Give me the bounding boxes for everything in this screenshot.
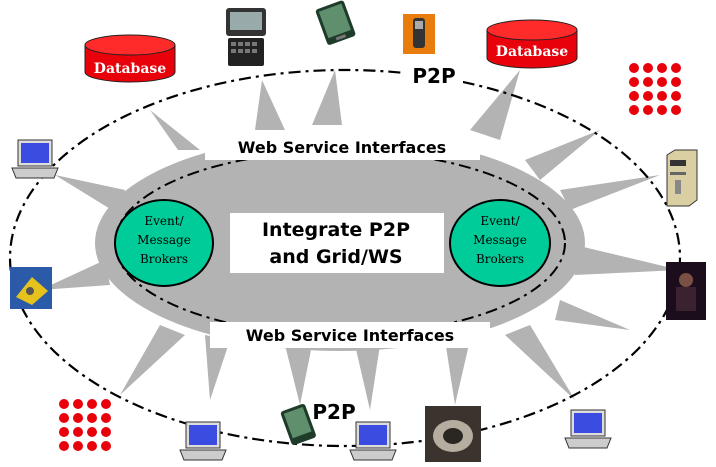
broker-left-line1: Event/ bbox=[144, 214, 184, 228]
ray-bottom-3 bbox=[355, 345, 380, 410]
ray-bottom-left bbox=[120, 325, 185, 395]
database-left: Database bbox=[84, 34, 176, 83]
ws-interface-bottom-bg bbox=[210, 322, 490, 348]
p2p-top-label: P2P bbox=[412, 64, 455, 88]
database-right-body bbox=[486, 29, 578, 69]
broker-left-line3: Brokers bbox=[140, 252, 188, 266]
handheld-icon bbox=[280, 403, 316, 445]
ws-interface-bottom-label: Web Service Interfaces bbox=[246, 326, 454, 345]
ray-bottom-1 bbox=[205, 335, 230, 400]
tablet-icon bbox=[315, 0, 356, 45]
ray-top-1 bbox=[255, 80, 285, 130]
database-right-top bbox=[486, 19, 578, 41]
ray-bottom-4 bbox=[445, 340, 470, 405]
p2p-top-bg bbox=[405, 62, 463, 88]
gadget-icon bbox=[10, 267, 52, 309]
ray-left-2 bbox=[40, 260, 110, 290]
ray-right-upper bbox=[525, 130, 600, 180]
ray-top-left bbox=[150, 110, 200, 150]
ray-right-2 bbox=[575, 245, 680, 275]
laptop-icon-left bbox=[11, 139, 59, 179]
server-icon bbox=[666, 149, 698, 207]
p2p-bottom-label: P2P bbox=[312, 400, 355, 424]
broker-left-line2: Message bbox=[137, 233, 191, 247]
broker-right: Event/ Message Brokers bbox=[449, 199, 551, 287]
laptop-icon-bottom-1 bbox=[179, 421, 227, 461]
p2p-bottom-bg bbox=[305, 398, 363, 424]
laptop-icon-bottom-2 bbox=[349, 421, 397, 461]
ray-left-1 bbox=[55, 175, 125, 215]
ws-interface-top-label: Web Service Interfaces bbox=[238, 138, 446, 157]
ring-device-icon bbox=[425, 406, 481, 462]
broker-right-line1: Event/ bbox=[480, 214, 520, 228]
ray-bottom-2 bbox=[285, 345, 312, 405]
p2p-boundary-outer bbox=[8, 68, 682, 448]
ray-bottom-right bbox=[505, 325, 575, 400]
broker-right-line3: Brokers bbox=[476, 252, 524, 266]
database-right-label: Database bbox=[496, 44, 568, 60]
ray-top-3 bbox=[470, 70, 520, 140]
broker-right-circle bbox=[449, 199, 551, 287]
database-left-body bbox=[84, 44, 176, 83]
phone-icon bbox=[403, 14, 435, 54]
center-label-line2: and Grid/WS bbox=[269, 246, 402, 268]
center-label-bg bbox=[230, 213, 444, 273]
photo-icon bbox=[666, 262, 706, 320]
ray-right-lower bbox=[555, 300, 630, 330]
broker-left-circle bbox=[114, 199, 214, 287]
database-left-top bbox=[84, 34, 176, 56]
ray-top-2 bbox=[312, 70, 342, 125]
database-right: Database bbox=[486, 19, 578, 69]
ws-interface-top-bg bbox=[205, 134, 480, 160]
laptop-icon-right bbox=[564, 409, 612, 449]
cluster-icon-bottom bbox=[59, 399, 111, 451]
database-left-label: Database bbox=[94, 61, 166, 77]
connector-rays bbox=[40, 70, 680, 410]
pda-icon bbox=[226, 8, 266, 66]
ray-right-1 bbox=[560, 175, 660, 210]
broker-right-line2: Message bbox=[473, 233, 527, 247]
cluster-icon bbox=[629, 63, 681, 115]
broker-left: Event/ Message Brokers bbox=[114, 199, 214, 287]
center-label-line1: Integrate P2P bbox=[262, 219, 410, 241]
